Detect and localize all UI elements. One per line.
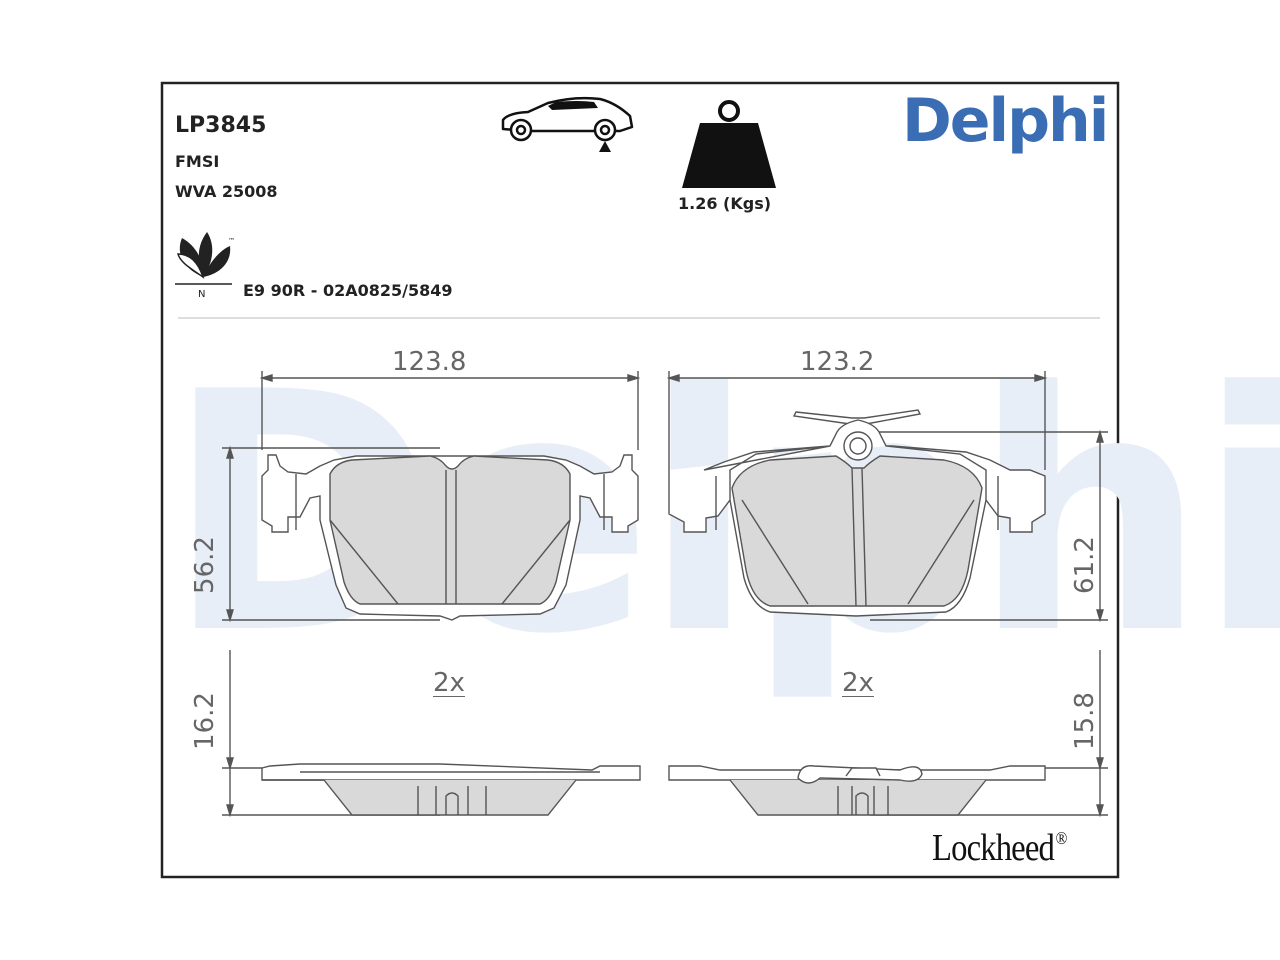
left-pad-width: 123.8 <box>392 347 467 377</box>
left-pad-side-view <box>222 650 641 818</box>
left-pad-height: 56.2 <box>189 536 220 594</box>
fmsi-label: FMSI <box>175 152 220 171</box>
wva-number: WVA 25008 <box>175 182 278 201</box>
right-pad-side-view <box>668 650 1108 818</box>
car-axle-icon <box>501 96 634 152</box>
right-pad-quantity: 2x <box>842 668 874 698</box>
right-pad-face-view <box>666 371 1108 623</box>
left-pad-friction <box>329 455 571 605</box>
delphi-logo: Delphi <box>902 86 1109 156</box>
registered-mark: ® <box>1055 828 1068 848</box>
approval-number: E9 90R - 02A0825/5849 <box>243 281 453 300</box>
eco-mark-letter: N <box>198 289 205 300</box>
eco-mark-tm: ™ <box>228 237 235 245</box>
left-pad-thickness: 16.2 <box>189 692 220 750</box>
right-pad-thickness: 15.8 <box>1069 692 1100 750</box>
right-pad-friction <box>731 455 983 607</box>
weight-value: 1.26 (Kgs) <box>678 194 772 213</box>
left-pad-quantity: 2x <box>433 668 465 698</box>
weight-icon <box>682 100 776 188</box>
lockheed-logo-text: Lockheed <box>932 827 1055 869</box>
part-number: LP3845 <box>175 113 267 138</box>
leaf-eco-icon: N ™ <box>175 232 235 300</box>
drawing-frame <box>160 81 1120 879</box>
left-pad-face-view <box>222 371 641 623</box>
right-pad-width: 123.2 <box>800 347 875 377</box>
lockheed-logo: Lockheed® <box>932 826 1067 870</box>
right-pad-height: 61.2 <box>1069 536 1100 594</box>
